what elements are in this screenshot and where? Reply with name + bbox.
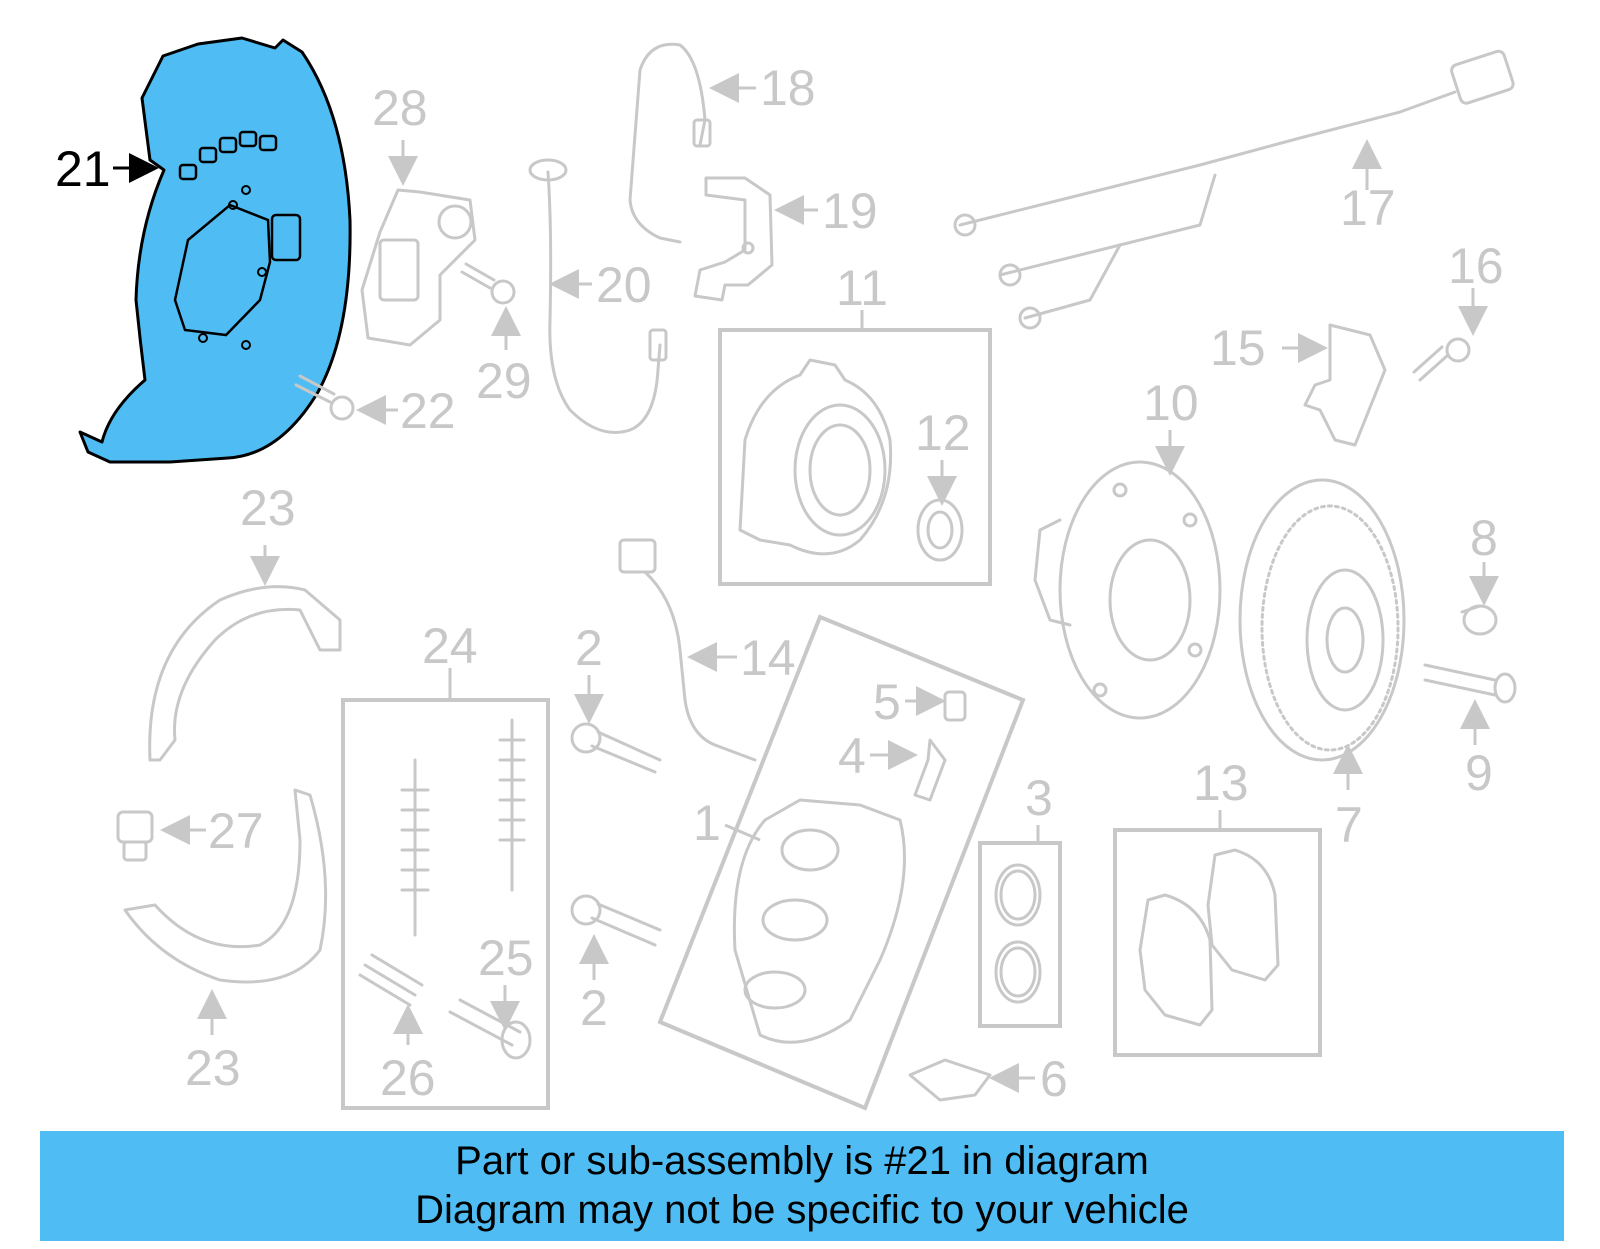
label-20: 20 [596,257,652,313]
brake-shoe-upper-part-23[interactable] [148,585,342,762]
label-2a: 2 [575,620,603,676]
brake-pads-part-13[interactable] [1138,848,1280,1027]
label-25: 25 [478,930,534,986]
label-29: 29 [476,353,532,409]
spring-set-part-24[interactable] [400,718,526,937]
label-6: 6 [1040,1051,1068,1107]
wear-sensor-harness-part-17[interactable] [953,49,1515,330]
brake-shoe-lower-part-23[interactable] [123,788,328,984]
label-7: 7 [1335,797,1363,853]
label-15: 15 [1210,320,1266,376]
bolt-part-2-upper[interactable] [570,722,662,774]
label-14: 14 [740,630,796,686]
bolt-part-16[interactable] [1412,337,1471,382]
caliper-housing-part-11[interactable] [738,358,893,556]
clip-part-6[interactable] [908,1058,992,1102]
label-23a: 23 [240,480,296,536]
label-28: 28 [372,80,428,136]
banner-line-1: Part or sub-assembly is #21 in diagram [455,1139,1149,1183]
label-22: 22 [400,383,456,439]
label-16: 16 [1448,238,1504,294]
adjuster-part-27[interactable] [116,810,154,862]
label-23b: 23 [185,1040,241,1096]
bolt-part-22[interactable] [294,374,355,421]
bolt-part-9[interactable] [1423,663,1517,704]
seal-kit-part-3[interactable] [994,863,1042,1004]
label-21: 21 [55,141,111,197]
parking-brake-caliper-part-28[interactable] [360,188,477,347]
bleeder-valve-part-4[interactable] [913,738,947,802]
pin-part-25[interactable] [448,998,532,1060]
label-4: 4 [838,728,866,784]
label-2b: 2 [580,980,608,1036]
seal-part-12[interactable] [916,498,964,562]
label-27: 27 [208,803,264,859]
spring-part-26[interactable] [358,953,424,1007]
bolt-part-29[interactable] [460,262,516,305]
label-11: 11 [836,260,888,316]
label-12: 12 [915,405,971,461]
label-9: 9 [1465,745,1493,801]
bleeder-cap-part-5[interactable] [943,690,967,722]
info-banner: Part or sub-assembly is #21 in diagram D… [40,1131,1564,1241]
brake-line-part-18[interactable] [628,42,712,244]
label-17: 17 [1340,180,1396,236]
wheel-hub-part-10[interactable] [1033,460,1222,720]
label-19: 19 [822,183,878,239]
label-13: 13 [1193,755,1249,811]
label-1: 1 [693,795,721,851]
wear-sensor-part-14[interactable] [618,538,757,762]
speed-sensor-part-15[interactable] [1303,323,1387,447]
label-10: 10 [1143,375,1199,431]
label-24: 24 [422,618,478,674]
label-18: 18 [760,60,816,116]
backing-plate-part-21[interactable] [78,36,352,464]
nut-part-8[interactable] [1460,604,1498,636]
label-26: 26 [380,1050,436,1106]
caliper-assembly-part-1[interactable] [657,614,1026,1111]
banner-line-2: Diagram may not be specific to your vehi… [415,1188,1189,1232]
bracket-part-19[interactable] [693,176,774,302]
brake-rotor-part-7[interactable] [1238,478,1406,762]
label-8: 8 [1470,510,1498,566]
bolt-part-2-lower[interactable] [570,894,662,947]
brake-hose-part-20[interactable] [528,158,668,434]
label-3: 3 [1025,770,1053,826]
label-5: 5 [873,674,901,730]
